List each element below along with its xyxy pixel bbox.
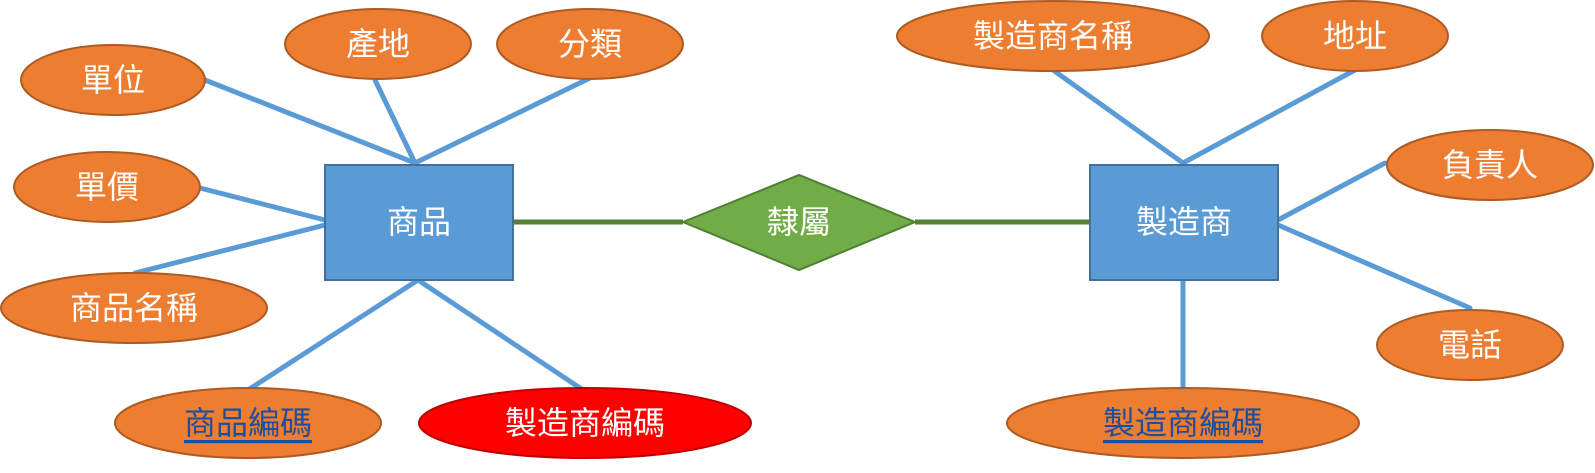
entity-product-label: 商品	[387, 203, 451, 241]
attr-product-id-label: 商品編碼	[184, 404, 312, 442]
attr-address: 地址	[1261, 0, 1449, 72]
attr-manufacturer-name-label: 製造商名稱	[973, 17, 1133, 55]
line-person-manufacturer	[1275, 160, 1388, 223]
relationship-diamond	[680, 173, 918, 272]
attr-unit-price-ellipse	[13, 151, 201, 223]
attr-person-in-charge-ellipse	[1386, 129, 1594, 201]
attr-person-in-charge-label: 負責人	[1442, 146, 1538, 184]
line-unit-product	[202, 77, 418, 166]
attr-manufacturer-id-ellipse	[1006, 387, 1360, 459]
attr-manufacturer-id-label: 製造商編碼	[1103, 404, 1263, 442]
attr-address-ellipse	[1261, 0, 1449, 72]
line-category-product	[412, 75, 593, 166]
attr-unit: 單位	[20, 44, 206, 116]
attr-product-name-label: 商品名稱	[70, 289, 198, 327]
line-productname-product	[132, 222, 328, 276]
attr-product-name: 商品名稱	[0, 272, 268, 344]
attr-category: 分類	[496, 8, 684, 80]
attr-manufacturer-id-key: 製造商編碼	[1006, 387, 1360, 459]
line-fk-product	[415, 277, 586, 393]
line-unitprice-product	[197, 185, 328, 223]
attr-product-id-key: 商品編碼	[114, 387, 382, 459]
relationship-label: 隸屬	[767, 203, 831, 241]
entity-product-box	[324, 164, 514, 281]
entity-product: 商品	[324, 164, 514, 281]
line-origin-product	[372, 77, 418, 166]
attr-origin-ellipse	[284, 8, 472, 80]
entity-manufacturer-box	[1089, 164, 1279, 281]
attr-unit-ellipse	[20, 44, 206, 116]
attr-unit-label: 單位	[81, 61, 145, 99]
attr-phone-label: 電話	[1438, 326, 1502, 364]
attr-origin-label: 產地	[346, 25, 410, 63]
connector-lines	[132, 67, 1473, 393]
attr-product-id-ellipse	[114, 387, 382, 459]
attr-category-label: 分類	[558, 25, 622, 63]
attr-phone-ellipse	[1376, 309, 1564, 381]
line-phone-manufacturer	[1275, 222, 1473, 311]
entity-manufacturer: 製造商	[1089, 164, 1279, 281]
attr-product-name-ellipse	[0, 272, 268, 344]
attr-manufacturer-id-foreign-key: 製造商編碼	[418, 387, 752, 459]
attr-unit-price: 單價	[13, 151, 201, 223]
attr-manufacturer-name: 製造商名稱	[896, 0, 1210, 72]
attr-person-in-charge: 負責人	[1386, 129, 1594, 201]
attr-category-ellipse	[496, 8, 684, 80]
attr-unit-price-label: 單價	[75, 168, 139, 206]
attr-origin: 產地	[284, 8, 472, 80]
line-productid-product	[245, 277, 421, 393]
attr-fk-label: 製造商編碼	[505, 404, 665, 442]
attr-address-label: 地址	[1323, 17, 1387, 55]
line-address-manufacturer	[1180, 67, 1358, 166]
entity-manufacturer-label: 製造商	[1136, 203, 1232, 241]
attr-fk-ellipse	[418, 387, 752, 459]
attr-phone: 電話	[1376, 309, 1564, 381]
relationship-belongs-to: 隸屬	[680, 173, 918, 272]
line-mname-manufacturer	[1050, 67, 1186, 166]
attr-manufacturer-name-ellipse	[896, 0, 1210, 72]
